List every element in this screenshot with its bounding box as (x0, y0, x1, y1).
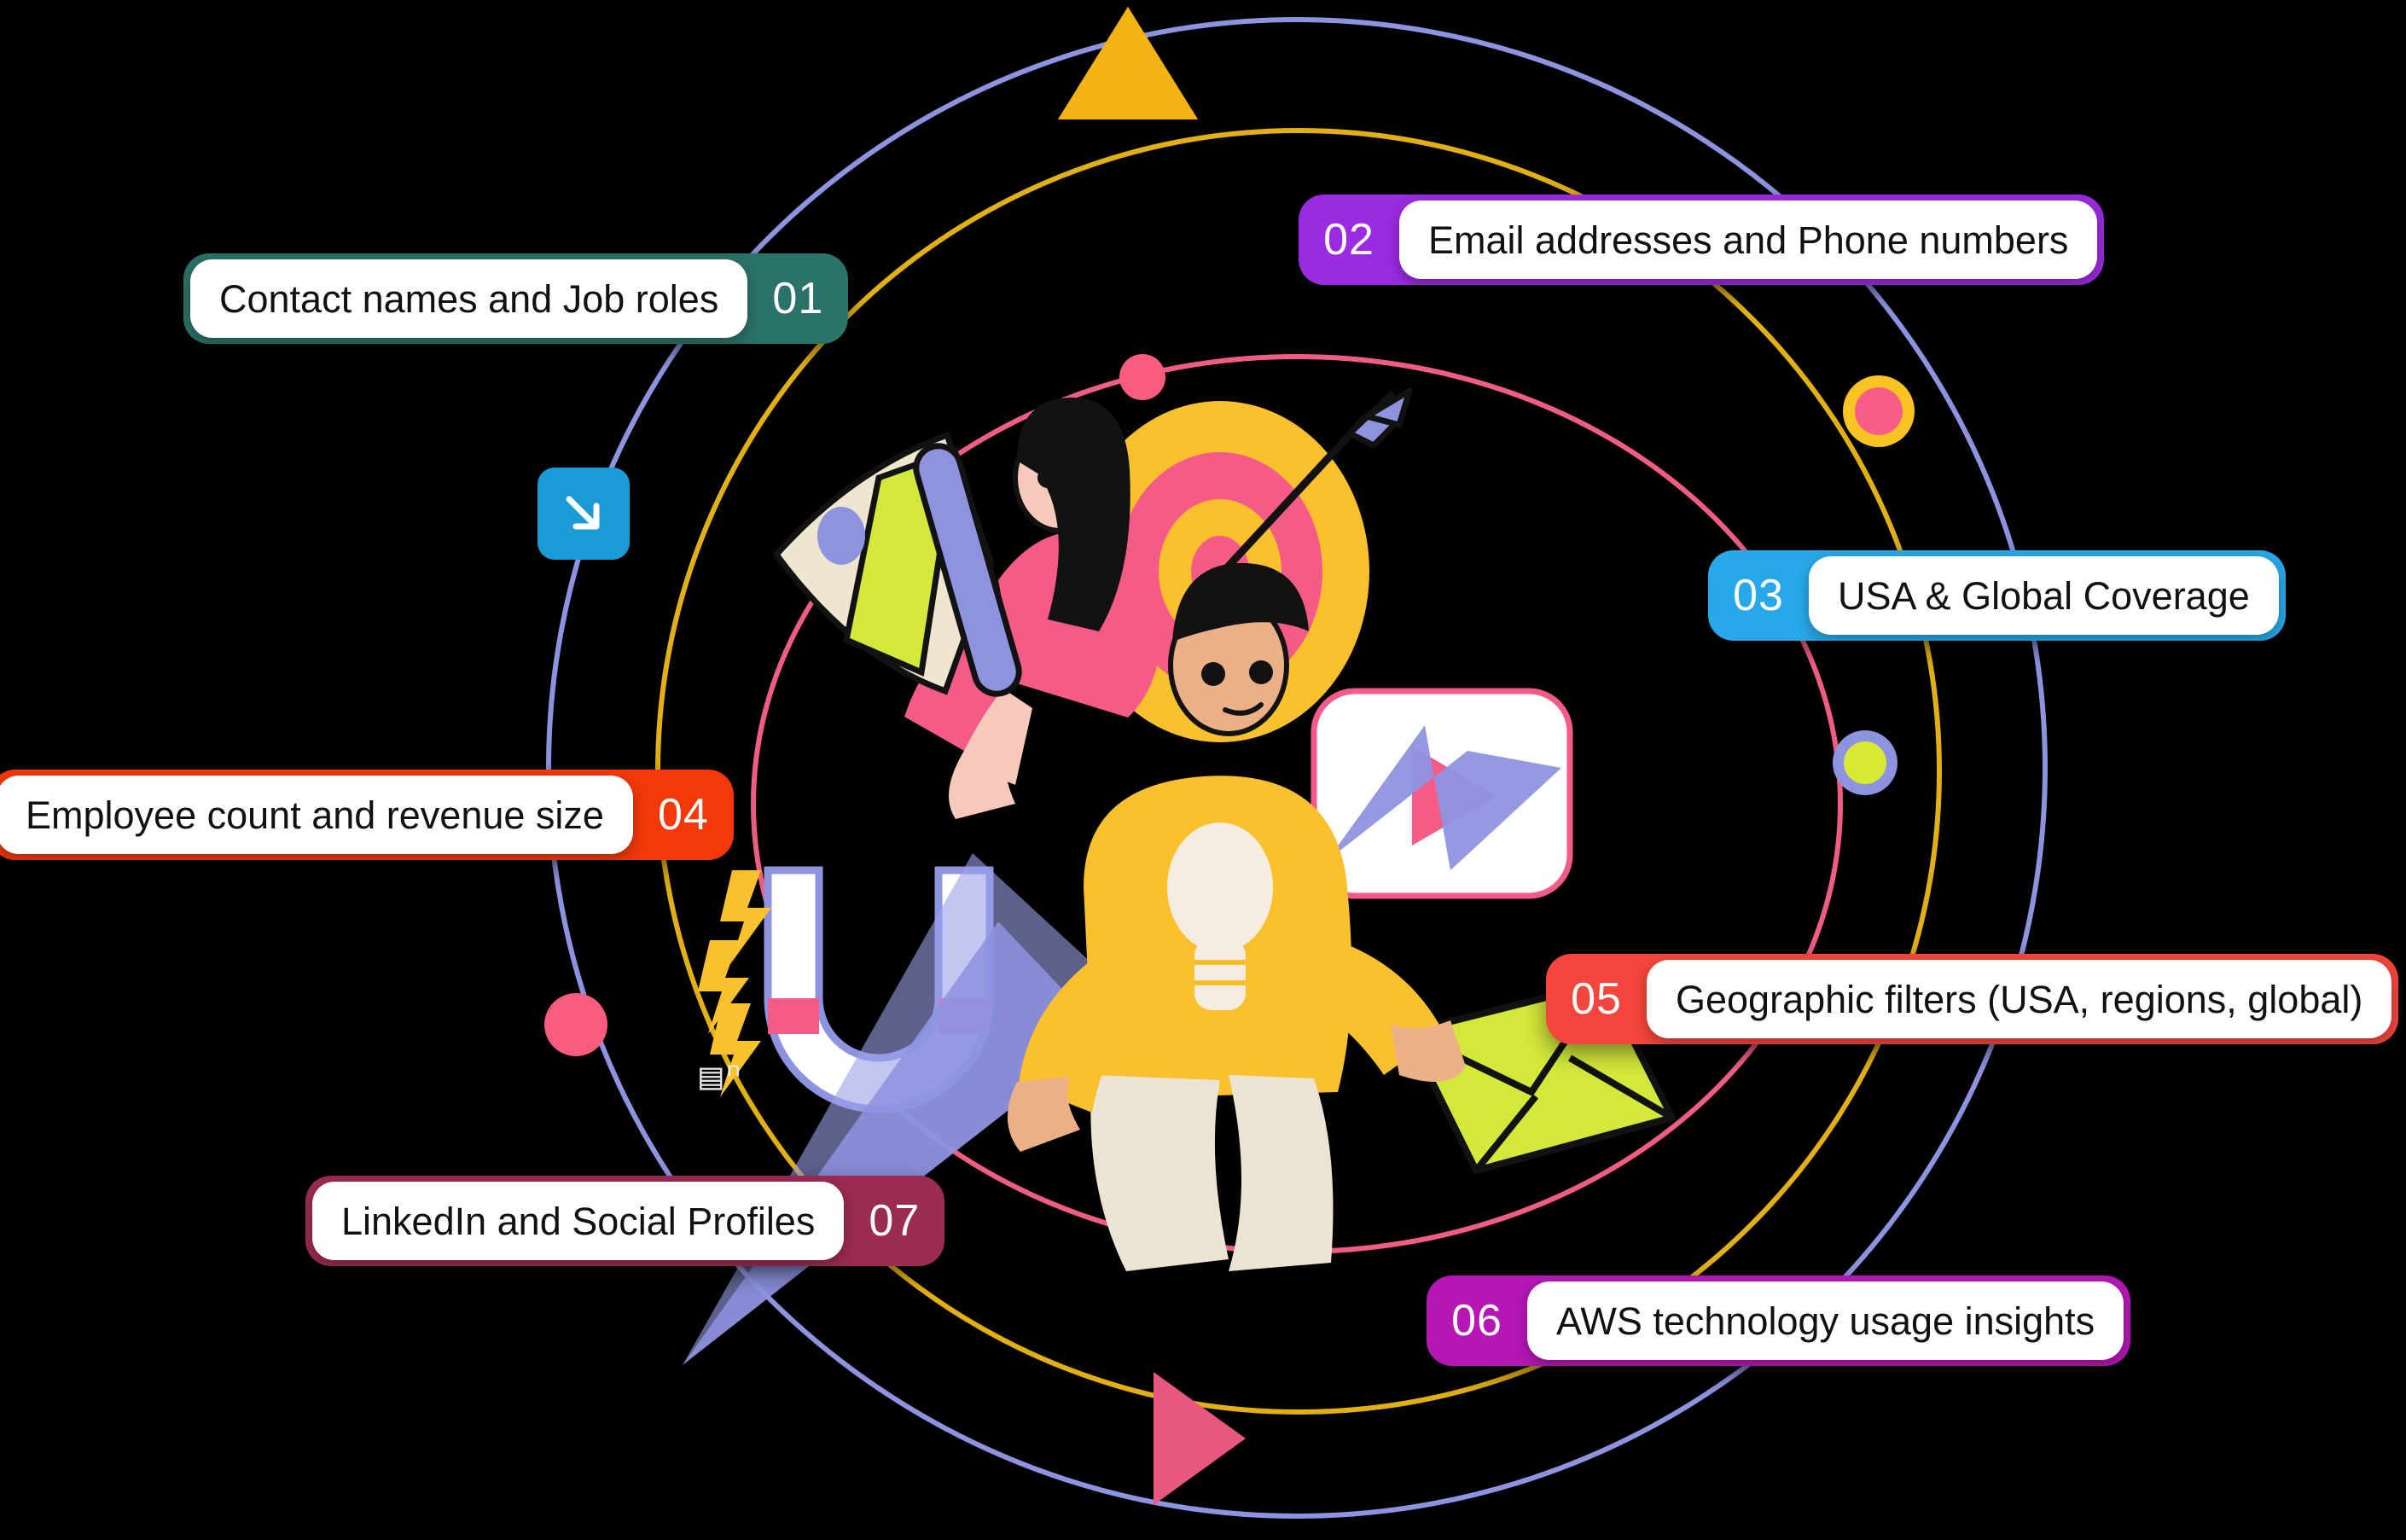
person-man-icon (1007, 562, 1466, 1271)
feature-label-04: Employee count and revenue size (26, 793, 604, 837)
feature-pill-01[interactable]: Contact names and Job roles 01 (183, 253, 849, 344)
feature-number-02: 02 (1323, 215, 1374, 264)
triangle-right-icon (1154, 1372, 1246, 1505)
lightning-icon (698, 870, 771, 1097)
feature-pill-05[interactable]: 05 Geographic filters (USA, regions, glo… (1546, 954, 2399, 1044)
feature-label-card-03: USA & Global Coverage (1809, 556, 2279, 635)
arrow-dart-icon (1218, 387, 1413, 578)
triangle-up-icon (1058, 7, 1198, 119)
dot-icon (544, 993, 607, 1056)
feature-label-05: Geographic filters (USA, regions, global… (1676, 977, 2363, 1021)
feature-number-01: 01 (772, 274, 824, 323)
dot-small-icon (1119, 354, 1165, 400)
feature-pill-07[interactable]: LinkedIn and Social Profiles 07 (305, 1176, 945, 1266)
feature-label-card-05: Geographic filters (USA, regions, global… (1647, 960, 2392, 1038)
feature-number-07: 07 (869, 1196, 921, 1246)
arrow-down-right-icon[interactable] (538, 468, 630, 560)
feature-number-06: 06 (1451, 1296, 1502, 1345)
feature-label-card-01: Contact names and Job roles (190, 259, 748, 338)
feature-pill-02[interactable]: 02 Email addresses and Phone numbers (1299, 195, 2105, 285)
outer-orbit-ring (546, 17, 2048, 1519)
feature-label-02: Email addresses and Phone numbers (1428, 218, 2069, 262)
glyph-icon: ▤ⁿ (700, 1055, 745, 1098)
feature-number-05: 05 (1571, 974, 1622, 1024)
central-illustration (683, 324, 1723, 1399)
feature-pill-03[interactable]: 03 USA & Global Coverage (1708, 550, 2286, 641)
feature-label-03: USA & Global Coverage (1838, 573, 2250, 618)
feature-label-card-04: Employee count and revenue size (0, 776, 633, 854)
feature-label-06: AWS technology usage insights (1556, 1299, 2095, 1343)
lightbulb-icon (1167, 822, 1273, 1010)
feature-label-card-06: AWS technology usage insights (1527, 1281, 2124, 1360)
feature-number-04: 04 (658, 790, 709, 840)
feature-number-03: 03 (1733, 571, 1784, 620)
feature-pill-06[interactable]: 06 AWS technology usage insights (1427, 1276, 2131, 1366)
ring-dot-icon (1833, 730, 1897, 795)
feature-label-07: LinkedIn and Social Profiles (341, 1199, 816, 1243)
feature-pill-04[interactable]: Employee count and revenue size 04 (0, 770, 734, 860)
megaphone-icon (772, 431, 1022, 697)
person-woman-icon (904, 397, 1163, 819)
feature-label-card-07: LinkedIn and Social Profiles (312, 1182, 845, 1260)
feature-label-01: Contact names and Job roles (219, 276, 719, 321)
feature-label-card-02: Email addresses and Phone numbers (1399, 200, 2098, 279)
flower-ring-icon (1843, 375, 1915, 447)
